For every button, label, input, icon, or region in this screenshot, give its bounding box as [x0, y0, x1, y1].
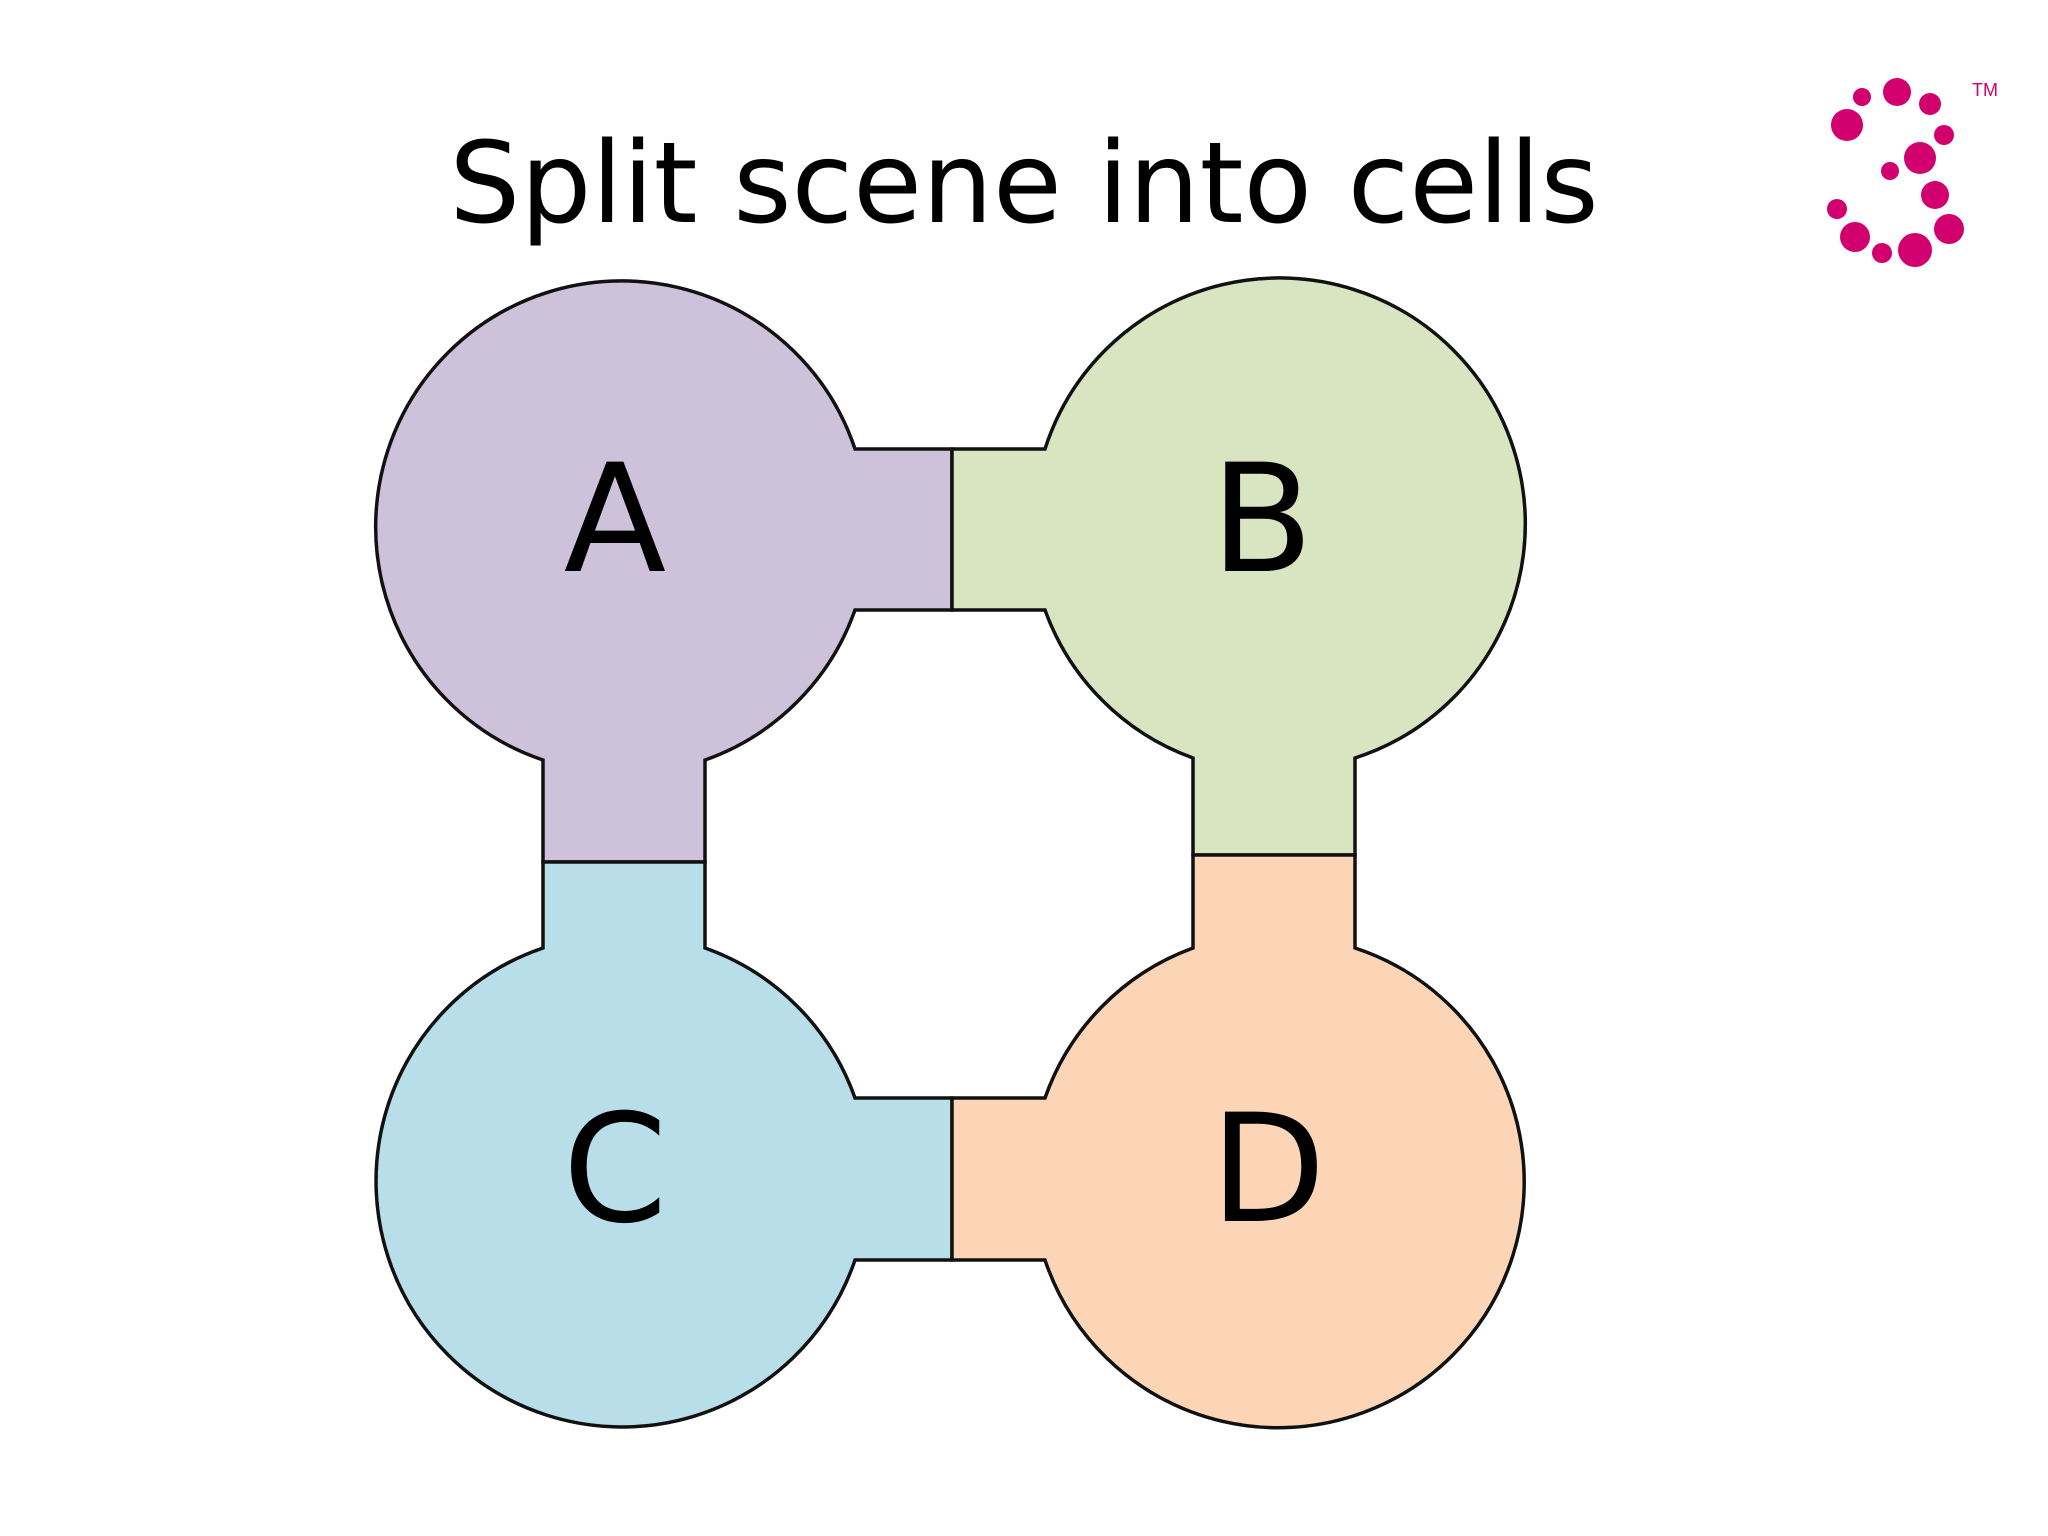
logo-dot — [1934, 125, 1954, 145]
slide-title: Split scene into cells — [449, 119, 1599, 249]
cell-c-label: C — [563, 1083, 668, 1257]
logo-dot — [1831, 109, 1863, 141]
logo-dot — [1881, 162, 1899, 180]
logo-dot — [1872, 243, 1892, 263]
cell-d: D — [950, 853, 1526, 1430]
logo-trademark: TM — [1972, 80, 1998, 100]
cell-b: B — [950, 276, 1528, 857]
logo-dot — [1921, 181, 1949, 209]
cell-b-shape — [950, 276, 1528, 857]
logo-dot — [1934, 214, 1964, 244]
cell-b-label: B — [1211, 433, 1314, 607]
logo-dot — [1898, 233, 1932, 267]
cell-a-label: A — [564, 433, 667, 607]
logo-dot — [1840, 222, 1870, 252]
logo-dot — [1904, 142, 1936, 174]
cell-d-shape — [950, 853, 1526, 1430]
brand-logo: TM — [1827, 78, 1998, 267]
cell-c-shape — [374, 860, 954, 1429]
cell-c: C — [374, 860, 954, 1429]
cell-d-label: D — [1210, 1083, 1326, 1257]
logo-dot — [1827, 199, 1847, 219]
logo-dot — [1853, 88, 1871, 106]
cell-a-shape — [373, 279, 954, 864]
cell-a: A — [373, 279, 954, 864]
logo-dot — [1919, 93, 1941, 115]
logo-dot — [1883, 78, 1911, 106]
